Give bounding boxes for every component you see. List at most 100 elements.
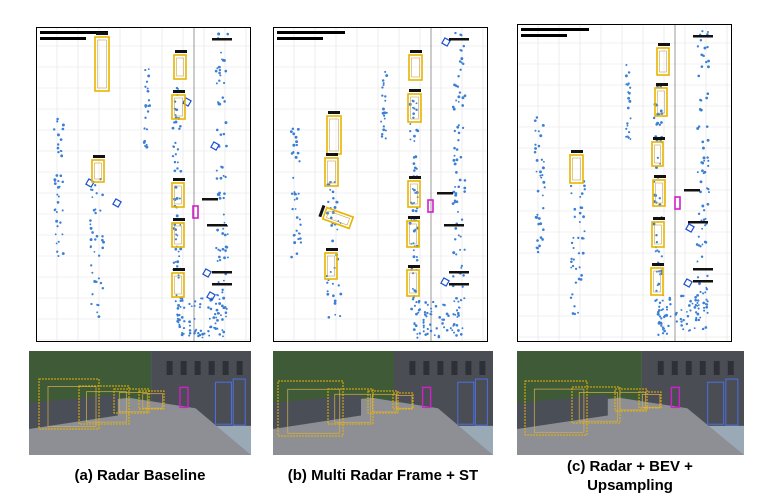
radar-point	[426, 327, 429, 331]
building-window	[166, 361, 173, 375]
radar-point	[207, 330, 210, 333]
radar-point	[176, 108, 179, 111]
radar-point	[696, 45, 700, 48]
radar-point	[657, 250, 661, 253]
radar-point	[188, 329, 192, 332]
radar-point	[570, 241, 574, 245]
radar-point	[705, 305, 709, 309]
radar-point	[218, 259, 222, 262]
car-bounding-box	[408, 54, 423, 81]
radar-point	[430, 313, 433, 316]
car-bounding-box	[406, 220, 420, 248]
radar-point	[457, 139, 460, 142]
radar-point	[336, 228, 339, 231]
radar-point	[700, 255, 704, 258]
radar-point	[188, 334, 191, 337]
radar-point	[382, 125, 385, 128]
radar-point	[459, 248, 462, 251]
radar-point	[583, 188, 586, 191]
radar-point	[93, 184, 97, 187]
radar-point	[578, 221, 581, 223]
radar-point	[461, 126, 465, 129]
radar-point	[216, 228, 220, 232]
radar-point	[696, 260, 699, 263]
radar-box	[232, 378, 246, 426]
radar-point	[686, 314, 690, 318]
radar-point	[176, 260, 180, 264]
radar-point	[460, 264, 463, 267]
radar-point	[221, 96, 225, 99]
radar-point	[56, 201, 60, 204]
radar-point	[455, 148, 459, 151]
radar-point	[463, 186, 467, 190]
radar-point	[298, 232, 301, 235]
bev-plot-multi-radar-frame-st	[273, 27, 488, 342]
label-tag	[410, 50, 422, 53]
car-box-group	[407, 89, 422, 123]
radar-point	[222, 330, 226, 334]
radar-point	[416, 129, 420, 133]
parked-cars	[29, 394, 118, 429]
radar-point	[424, 333, 427, 336]
radar-point	[577, 311, 579, 314]
car-inner-box	[327, 255, 335, 277]
car-bounding-box	[650, 267, 664, 296]
radar-point	[176, 234, 179, 237]
car-bounding-box	[171, 272, 185, 298]
radar-point	[223, 221, 226, 224]
radar-point	[223, 192, 226, 195]
radar-point	[424, 301, 428, 304]
radar-point	[658, 321, 661, 324]
bev-canvas	[37, 28, 250, 341]
radar-point	[661, 299, 664, 302]
radar-box	[707, 381, 725, 425]
radar-point	[214, 302, 218, 305]
radar-point	[172, 261, 175, 264]
radar-point	[224, 121, 228, 125]
radar-point	[661, 308, 664, 311]
radar-point	[219, 133, 223, 136]
radar-point	[536, 213, 539, 216]
radar-point	[706, 92, 710, 96]
radar-point	[429, 329, 433, 333]
radar-point	[147, 74, 151, 78]
radar-point	[380, 135, 384, 138]
radar-point	[208, 334, 211, 337]
radar-point	[329, 188, 332, 191]
label-tag	[212, 271, 232, 274]
radar-point	[380, 133, 384, 136]
radar-point	[533, 119, 537, 123]
radar-point	[453, 162, 457, 166]
building-window	[699, 361, 706, 375]
radar-point	[292, 233, 296, 237]
radar-point	[688, 329, 691, 332]
radar-point	[628, 91, 631, 95]
radar-point	[61, 180, 64, 184]
car-3d-box-back	[533, 388, 585, 433]
label-tag	[96, 32, 108, 35]
radar-point	[657, 333, 660, 336]
radar-point	[454, 192, 458, 195]
car-inner-box	[97, 39, 107, 89]
radar-point	[434, 304, 438, 308]
radar-point	[54, 208, 57, 211]
radar-point	[194, 300, 197, 303]
radar-point	[658, 315, 662, 318]
radar-point	[429, 323, 432, 326]
radar-point	[332, 294, 335, 298]
radar-point	[95, 234, 99, 238]
radar-point	[56, 117, 59, 121]
radar-point	[178, 197, 181, 200]
radar-point	[582, 215, 585, 219]
radar-point	[655, 104, 659, 107]
radar-point	[702, 306, 706, 309]
radar-point	[327, 315, 331, 319]
radar-point	[298, 218, 301, 221]
radar-point	[570, 257, 573, 261]
radar-point	[463, 190, 466, 193]
radar-point	[696, 293, 699, 297]
radar-point	[542, 228, 545, 231]
radar-point	[173, 169, 177, 173]
radar-point	[655, 289, 658, 292]
radar-point	[225, 307, 228, 310]
